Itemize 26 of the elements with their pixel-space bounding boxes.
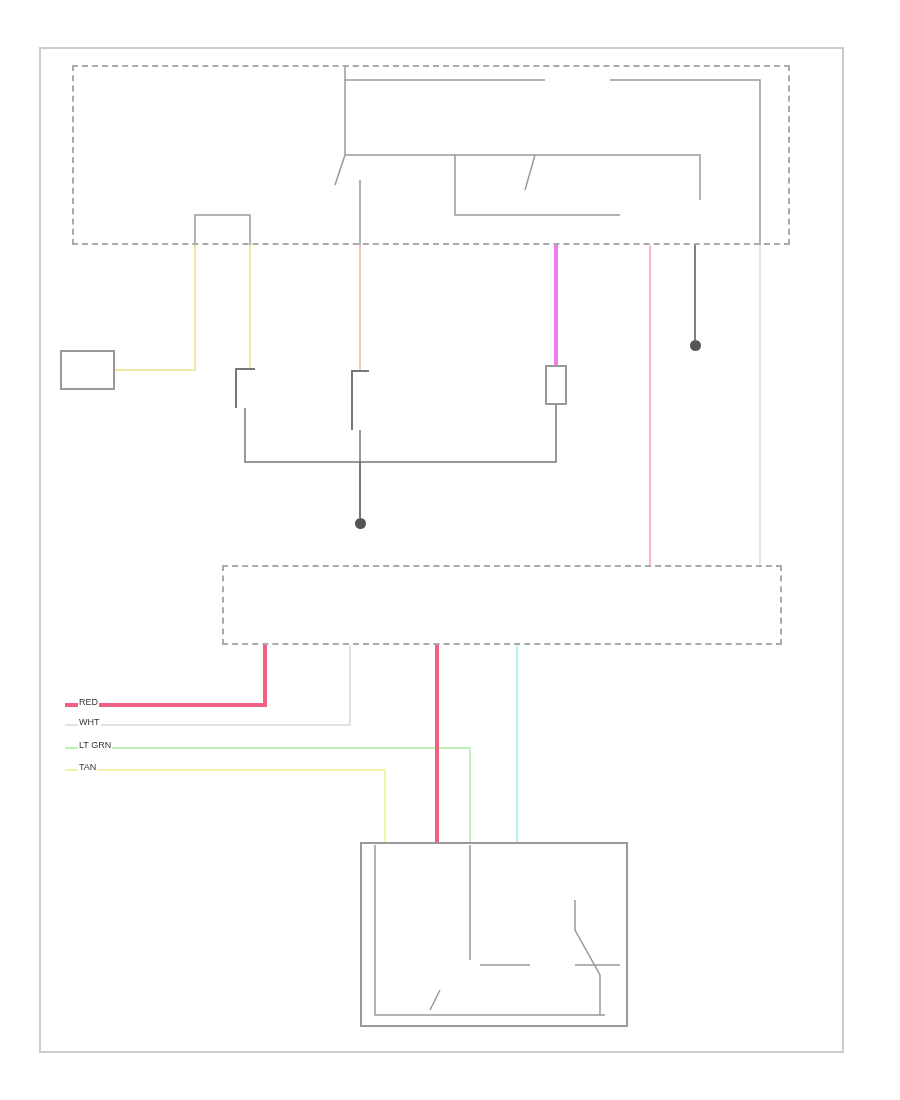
wire bbox=[554, 245, 558, 365]
switch-assembly-box bbox=[360, 842, 628, 1027]
connector-block bbox=[545, 365, 567, 405]
wire bbox=[64, 769, 386, 843]
wire bbox=[64, 747, 471, 843]
wire bbox=[359, 244, 361, 371]
wire bbox=[649, 244, 651, 566]
wire-color-label: TAN bbox=[78, 762, 98, 772]
wire bbox=[64, 644, 351, 726]
component-box bbox=[60, 350, 115, 390]
switch-symbol bbox=[235, 368, 255, 408]
ground-point bbox=[690, 340, 701, 351]
wire bbox=[435, 645, 439, 842]
wire bbox=[359, 404, 557, 519]
wire bbox=[516, 644, 518, 843]
wire-color-label: WHT bbox=[78, 717, 101, 727]
fuse-block-box bbox=[72, 65, 790, 245]
control-module-box bbox=[222, 565, 782, 645]
wire bbox=[114, 244, 196, 371]
wire bbox=[694, 244, 696, 341]
wire-color-label: LT GRN bbox=[78, 740, 113, 750]
wire bbox=[249, 244, 251, 369]
ground-point bbox=[355, 518, 366, 529]
wire bbox=[65, 645, 267, 707]
wire-color-label: RED bbox=[78, 697, 99, 707]
switch-symbol bbox=[351, 370, 369, 430]
